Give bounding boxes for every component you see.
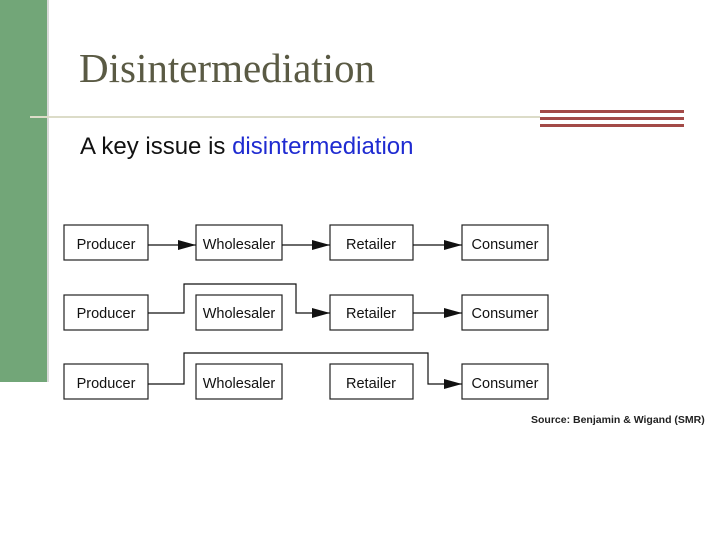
- retailer-label: Retailer: [346, 306, 396, 322]
- producer-box: [63, 363, 149, 400]
- consumer-label: Consumer: [472, 237, 539, 253]
- slide-title: Disintermediation: [79, 45, 376, 91]
- wholesaler-box: [195, 363, 283, 400]
- producer-label: Producer: [77, 376, 136, 392]
- retailer-label: Retailer: [346, 376, 396, 392]
- left-accent-bar: [0, 0, 47, 382]
- retailer-box: [329, 363, 414, 400]
- producer-label: Producer: [77, 306, 136, 322]
- accent-stripes: [540, 110, 684, 127]
- wholesaler-box: [195, 294, 283, 331]
- source-citation: Source: Benjamin & Wigand (SMR): [531, 414, 705, 426]
- diagram-row-3: Producer Wholesaler Retailer Consumer: [63, 352, 549, 400]
- consumer-label: Consumer: [472, 376, 539, 392]
- diagram-row-1: Producer Wholesaler Retailer Consumer: [63, 224, 549, 261]
- retailer-label: Retailer: [346, 237, 396, 253]
- wholesaler-label: Wholesaler: [203, 237, 276, 253]
- consumer-label: Consumer: [472, 306, 539, 322]
- diagram-row-2: Producer Wholesaler Retailer Consumer: [63, 283, 549, 331]
- retailer-box: [329, 224, 414, 261]
- wholesaler-label: Wholesaler: [203, 376, 276, 392]
- arrow-producer-bypass-to-retailer: [148, 283, 330, 318]
- consumer-box: [461, 294, 549, 331]
- producer-box: [63, 224, 149, 261]
- slide-subtitle: A key issue is disintermediation: [80, 133, 414, 161]
- subtitle-keyword: disintermediation: [232, 133, 414, 160]
- arrow-producer-bypass-to-consumer: [148, 352, 462, 389]
- consumer-box: [461, 363, 549, 400]
- title-divider: [30, 116, 540, 118]
- producer-box: [63, 294, 149, 331]
- producer-label: Producer: [77, 237, 136, 253]
- subtitle-prefix: A key issue is: [80, 133, 233, 160]
- wholesaler-label: Wholesaler: [203, 306, 276, 322]
- consumer-box: [461, 224, 549, 261]
- wholesaler-box: [195, 224, 283, 261]
- left-accent-bar-shadow: [47, 0, 49, 382]
- retailer-box: [329, 294, 414, 331]
